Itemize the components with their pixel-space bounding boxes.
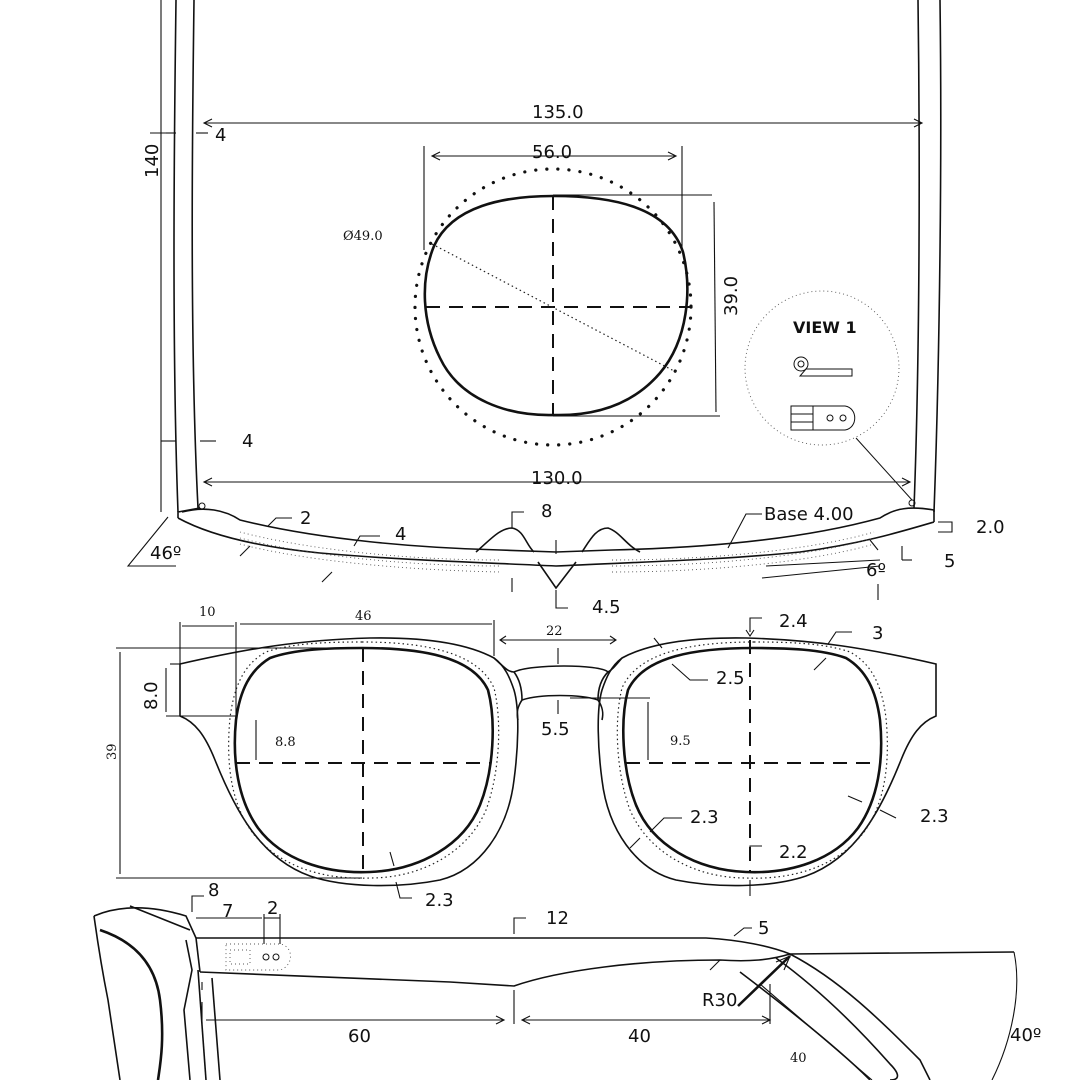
dim-line-39 [713,201,717,413]
side-dim-40: 40 [628,1026,651,1047]
frame-dim-2-3-outer: 2.3 [920,806,949,827]
dim-lens-width: 56.0 [532,142,572,163]
right-lens-rim [622,646,883,874]
frame-dim-2-5: 2.5 [716,668,745,689]
side-dim-8: 8 [208,880,219,901]
top-dim-2-0: 2.0 [976,517,1005,538]
dim-lens-diameter: Ø49.0 [343,229,383,244]
frame-dim-2-4: 2.4 [779,611,808,632]
top-dim-8: 8 [541,501,552,522]
view1-detail: VIEW 1 [744,290,913,501]
side-dim-2: 2 [267,898,278,919]
temple-upper-edge [196,937,1015,955]
top-dim-5: 5 [944,551,955,572]
frame-dim-39: 39 [105,743,120,760]
front-view: 140 4 4 135.0 56.0 Ø49.0 39.0 [142,0,942,513]
lens-diameter-circle [413,167,693,447]
right-temple-inner [913,0,920,509]
top-dim-2: 2 [300,508,311,529]
frame-dim-46: 46 [355,609,372,624]
view1-title: VIEW 1 [793,318,857,337]
lens-outline [423,194,689,417]
front-top-outer [177,517,935,567]
top-view: 46º 2 4 8 4.5 Base 4.00 2.0 5 6º [126,501,1005,618]
frame-dim-10: 10 [199,605,216,620]
top-dim-4: 4 [395,524,406,545]
right-temple-outer [933,0,942,513]
temple-lower-edge [199,953,791,987]
frame-dim-8-0: 8.0 [141,681,162,710]
frame-dim-2-3-bottom: 2.3 [425,890,454,911]
frame-dim-5-5: 5.5 [541,719,570,740]
frame-dim-22: 22 [546,624,563,639]
side-view: 40º 8 7 2 12 5 R30 60 40 [93,880,1041,1080]
side-radius: R30 [702,990,737,1011]
dim-temple-thick-top: 4 [215,125,226,146]
left-temple-outer [173,0,179,513]
dim-lens-height: 39.0 [721,276,742,316]
angle-hinge: 46º [150,543,181,564]
temple-tip [789,953,931,1080]
frame-dim-9-5: 9.5 [670,734,691,749]
right-frame-outer [597,637,937,887]
side-angle-temple: 40º [1010,1025,1041,1046]
side-dim-12: 12 [546,908,569,929]
left-lens-rim [233,646,494,874]
frame-dim-3: 3 [872,623,883,644]
side-dim-5: 5 [758,918,769,939]
frame-front-side [93,906,197,939]
dim-temple-length: 140 [142,144,163,178]
view1-leader [855,437,913,501]
frame-view: 10 46 22 2.4 3 2.5 8.0 8.8 5.5 [105,605,949,911]
angle-wrap: 6º [866,560,886,581]
bridge [493,657,623,673]
side-dim-7: 7 [222,901,233,922]
top-dim-4-5: 4.5 [592,597,621,618]
side-dim-60: 60 [348,1026,371,1047]
dim-temple-thick-bottom: 4 [242,431,253,452]
lens-side-profile [99,928,164,1080]
left-frame-outer [179,637,519,887]
frame-dim-2-2: 2.2 [779,842,808,863]
left-temple-inner [191,0,199,509]
side-dim-40-small: 40 [790,1051,807,1066]
dim-temple-spread: 135.0 [532,102,584,123]
left-nose-pad [475,527,535,553]
dim-frame-width: 130.0 [531,468,583,489]
frame-dim-2-3-right: 2.3 [690,807,719,828]
right-nose-pad [581,527,641,553]
base-curve: Base 4.00 [764,504,854,525]
frame-dim-8-8: 8.8 [275,735,296,750]
